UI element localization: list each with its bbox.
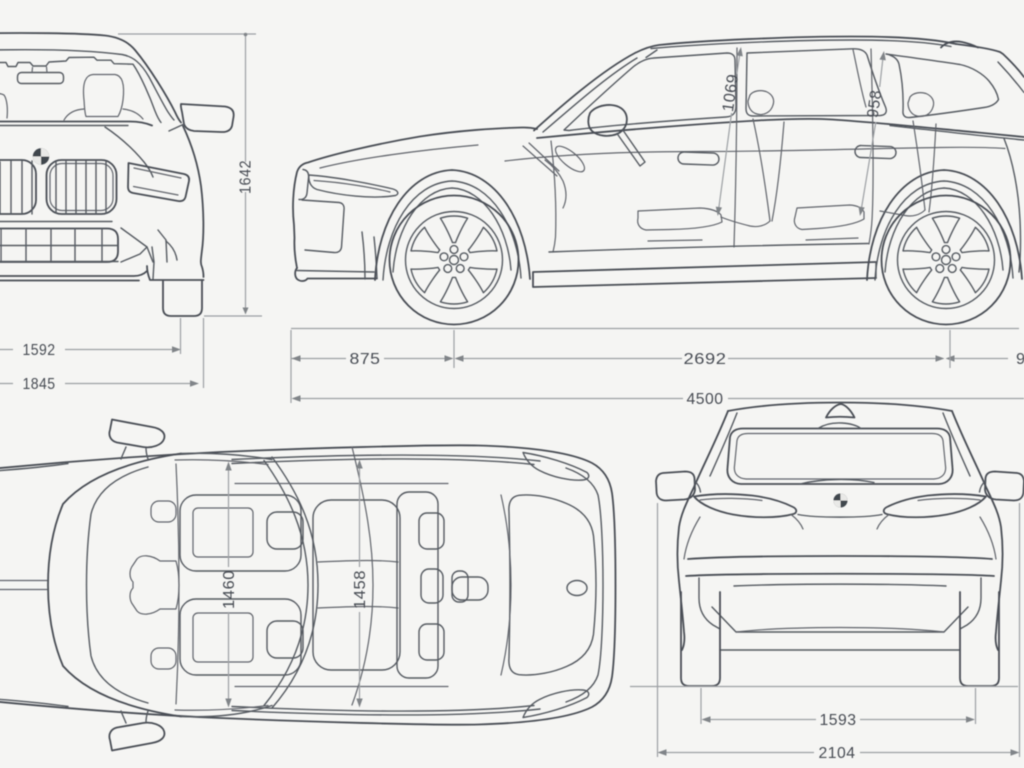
svg-text:1458: 1458 — [352, 570, 369, 609]
svg-text:2104: 2104 — [819, 745, 856, 762]
svg-text:1460: 1460 — [221, 570, 238, 609]
svg-text:958: 958 — [865, 89, 886, 119]
svg-text:933: 933 — [1016, 351, 1024, 368]
svg-text:1593: 1593 — [820, 712, 857, 729]
svg-text:1069: 1069 — [720, 73, 742, 113]
svg-text:4500: 4500 — [687, 391, 724, 408]
svg-text:1642: 1642 — [238, 160, 255, 194]
svg-text:1592: 1592 — [23, 342, 56, 359]
svg-text:1845: 1845 — [23, 376, 56, 393]
svg-text:875: 875 — [350, 351, 381, 368]
svg-text:2692: 2692 — [684, 351, 727, 368]
